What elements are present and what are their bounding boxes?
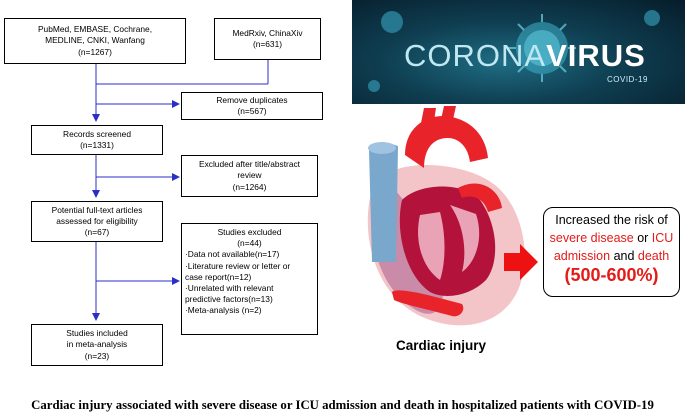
banner-word-b: VIRUS: [546, 38, 646, 73]
risk-line-1: Increased the risk of: [555, 213, 668, 227]
risk-and: and: [610, 249, 638, 263]
excluded-title-line-3: (n=1264): [232, 181, 267, 192]
heart-illustration: [367, 106, 538, 326]
db-left-line-1: PubMed, EMBASE, Cochrane,: [37, 24, 153, 35]
heart-label: Cardiac injury: [396, 338, 487, 353]
virus-main-icon: [508, 14, 576, 82]
excluded-title-line-1: Excluded after title/abstract: [198, 159, 300, 170]
included-line-3: (n=23): [84, 350, 110, 361]
aorta-branch-1: [420, 108, 436, 128]
risk-death: death: [637, 249, 670, 263]
studies-excluded-item: ·Data not available(n=17): [185, 249, 280, 260]
db-right-line-2: (n=631): [252, 39, 283, 49]
virus-particle-icon: [368, 80, 380, 92]
studies-excluded-title: Studies excluded: [217, 227, 282, 237]
included-line-1: Studies included: [66, 328, 128, 339]
vena-cava: [368, 143, 398, 262]
risk-arrow: [504, 244, 538, 280]
db-left-line-2: MEDLINE, CNKI, Wanfang: [45, 35, 145, 46]
banner-word-a: CORONA: [404, 38, 547, 73]
studies-excluded-item: case report(n=12): [185, 271, 252, 282]
virus-particle-icon: [644, 10, 660, 26]
screened-line-2: (n=1331): [80, 140, 114, 150]
studies-excluded-item: predictive factors(n=13): [185, 294, 273, 305]
virus-particles: [368, 10, 660, 92]
aorta-branch-2: [440, 106, 456, 124]
banner-subtitle: COVID-19: [607, 75, 648, 84]
figure-caption: Cardiac injury associated with severe di…: [31, 398, 654, 412]
box-studies-included: Studies included in meta-analysis (n=23): [31, 324, 163, 366]
aorta: [405, 115, 488, 168]
excluded-title-line-2: review: [237, 170, 262, 181]
virus-particle-icon: [381, 11, 403, 33]
box-records-screened: Records screened (n=1331): [31, 125, 163, 155]
risk-icu: ICU: [651, 231, 674, 245]
studies-excluded-item: ·Unrelated with relevant: [185, 283, 274, 294]
heart-valve-right: [450, 205, 480, 272]
vena-cava-top: [368, 142, 396, 154]
risk-box: Increased the risk of severe disease or …: [543, 207, 680, 297]
included-line-2: in meta-analysis: [66, 339, 128, 350]
box-potential-full-text: Potential full-text articles assessed fo…: [31, 201, 163, 242]
studies-excluded-item: ·Literature review or letter or: [185, 260, 291, 271]
risk-severe: severe disease: [549, 231, 634, 245]
db-right-line-1: MedRxiv, ChinaXiv: [232, 27, 303, 38]
risk-or: or: [633, 231, 652, 245]
potential-line-3: (n=67): [84, 227, 110, 238]
remove-line-1: Remove duplicates: [216, 94, 288, 105]
banner-title: CORONAVIRUS: [404, 38, 646, 74]
remove-line-2: (n=567): [237, 106, 267, 116]
screened-line-1: Records screened: [63, 128, 131, 139]
studies-excluded-count: (n=44): [237, 238, 262, 249]
studies-excluded-item: ·Meta-analysis (n=2): [185, 305, 262, 316]
risk-admission: admission: [553, 249, 611, 263]
potential-line-1: Potential full-text articles: [51, 204, 143, 215]
risk-percent: (500-600%): [564, 265, 659, 285]
heart-valve-left: [418, 212, 445, 280]
db-left-line-3: (n=1267): [78, 46, 112, 57]
box-database-preprint: MedRxiv, ChinaXiv (n=631): [214, 18, 321, 60]
potential-line-2: assessed for eligibility: [56, 215, 138, 226]
coronavirus-banner: CORONAVIRUS COVID-19: [352, 0, 685, 104]
bottom-vessel: [392, 290, 464, 317]
pulmonary-vessel: [458, 183, 502, 212]
box-excluded-title: Excluded after title/abstract review (n=…: [181, 155, 318, 197]
box-remove-duplicates: Remove duplicates (n=567): [181, 92, 323, 120]
box-studies-excluded: Studies excluded (n=44) ·Data not availa…: [181, 223, 318, 335]
box-database-main: PubMed, EMBASE, Cochrane, MEDLINE, CNKI,…: [4, 18, 186, 64]
